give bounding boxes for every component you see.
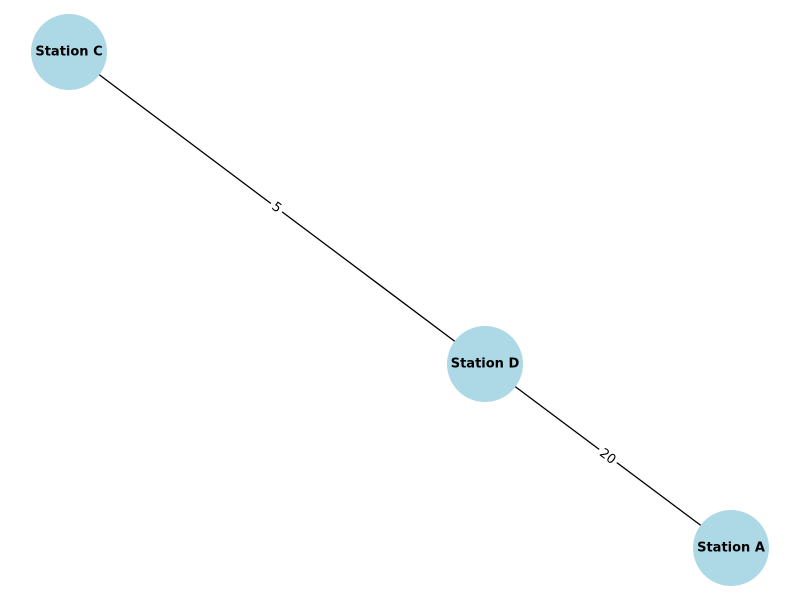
node-label-station-c: Station C — [35, 45, 102, 60]
edge-label-group-d-a: 20 — [593, 442, 623, 470]
edges-layer: 5 20 — [68, 51, 732, 549]
node-label-station-a: Station A — [697, 541, 765, 556]
edge-label-background — [593, 442, 623, 470]
node-circle-station-d — [447, 326, 523, 402]
node-circle-station-a — [693, 510, 769, 586]
node-circle-station-c — [31, 14, 107, 90]
edge-label-group-c-d: 5 — [265, 195, 289, 219]
node-station-d: Station D — [447, 326, 523, 402]
node-station-c: Station C — [31, 14, 107, 90]
node-station-a: Station A — [693, 510, 769, 586]
nodes-layer: Station C Station D Station A — [31, 14, 769, 586]
edge-label-background — [265, 195, 289, 219]
node-label-station-d: Station D — [451, 357, 520, 372]
